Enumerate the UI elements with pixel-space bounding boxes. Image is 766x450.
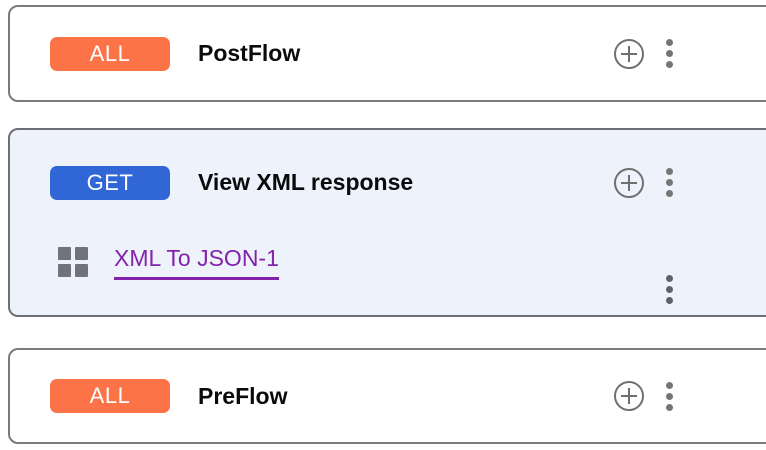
- flow-step-actions: [666, 275, 673, 304]
- plus-circle-ring: [614, 381, 644, 411]
- flow-card-header-row: ALL PostFlow: [10, 7, 766, 100]
- plus-circle-icon[interactable]: [614, 381, 644, 411]
- flow-row-actions: [614, 167, 673, 198]
- flow-step-link[interactable]: XML To JSON-1: [114, 245, 279, 280]
- flow-card-preflow[interactable]: ALL PreFlow: [8, 348, 766, 444]
- flow-row-actions: [614, 38, 673, 69]
- plus-circle-icon[interactable]: [614, 38, 644, 69]
- grid-square-1: [58, 247, 71, 260]
- plus-vertical-bar: [628, 45, 630, 62]
- kebab-dot-2: [666, 50, 673, 57]
- flow-card-header-row: GET View XML response: [10, 130, 766, 235]
- kebab-dot-2: [666, 179, 673, 186]
- plus-circle-ring: [614, 38, 644, 69]
- flow-row-actions: [614, 381, 673, 411]
- policy-grid-icon: [58, 247, 88, 277]
- kebab-menu-icon[interactable]: [666, 381, 673, 411]
- method-badge-all: ALL: [50, 36, 170, 71]
- plus-circle-icon[interactable]: [614, 167, 644, 198]
- flow-title: PostFlow: [198, 40, 301, 66]
- kebab-dot-1: [666, 168, 673, 175]
- flow-card-view-xml-response[interactable]: GET View XML response: [8, 128, 766, 317]
- kebab-dot-1: [666, 275, 673, 282]
- kebab-dot-1: [666, 381, 673, 389]
- kebab-dot-3: [666, 61, 673, 68]
- flow-title: PreFlow: [198, 382, 288, 409]
- kebab-menu-icon[interactable]: [666, 39, 673, 68]
- grid-square-4: [75, 264, 88, 277]
- grid-square-2: [75, 247, 88, 260]
- flow-title: View XML response: [198, 169, 414, 195]
- kebab-menu-icon[interactable]: [666, 275, 673, 304]
- kebab-dot-3: [666, 403, 673, 411]
- kebab-dot-2: [666, 392, 673, 400]
- plus-vertical-bar: [628, 174, 630, 191]
- kebab-dot-2: [666, 286, 673, 293]
- plus-vertical-bar: [628, 388, 630, 404]
- plus-circle-ring: [614, 167, 644, 198]
- flow-card-postflow[interactable]: ALL PostFlow: [8, 5, 766, 102]
- kebab-menu-icon[interactable]: [666, 168, 673, 197]
- kebab-dot-1: [666, 39, 673, 46]
- grid-square-3: [58, 264, 71, 277]
- method-badge-get: GET: [50, 165, 170, 200]
- method-badge-all: ALL: [50, 379, 170, 413]
- kebab-dot-3: [666, 190, 673, 197]
- kebab-dot-3: [666, 297, 673, 304]
- flow-step-row: XML To JSON-1: [10, 235, 766, 319]
- flow-card-header-row: ALL PreFlow: [10, 350, 766, 442]
